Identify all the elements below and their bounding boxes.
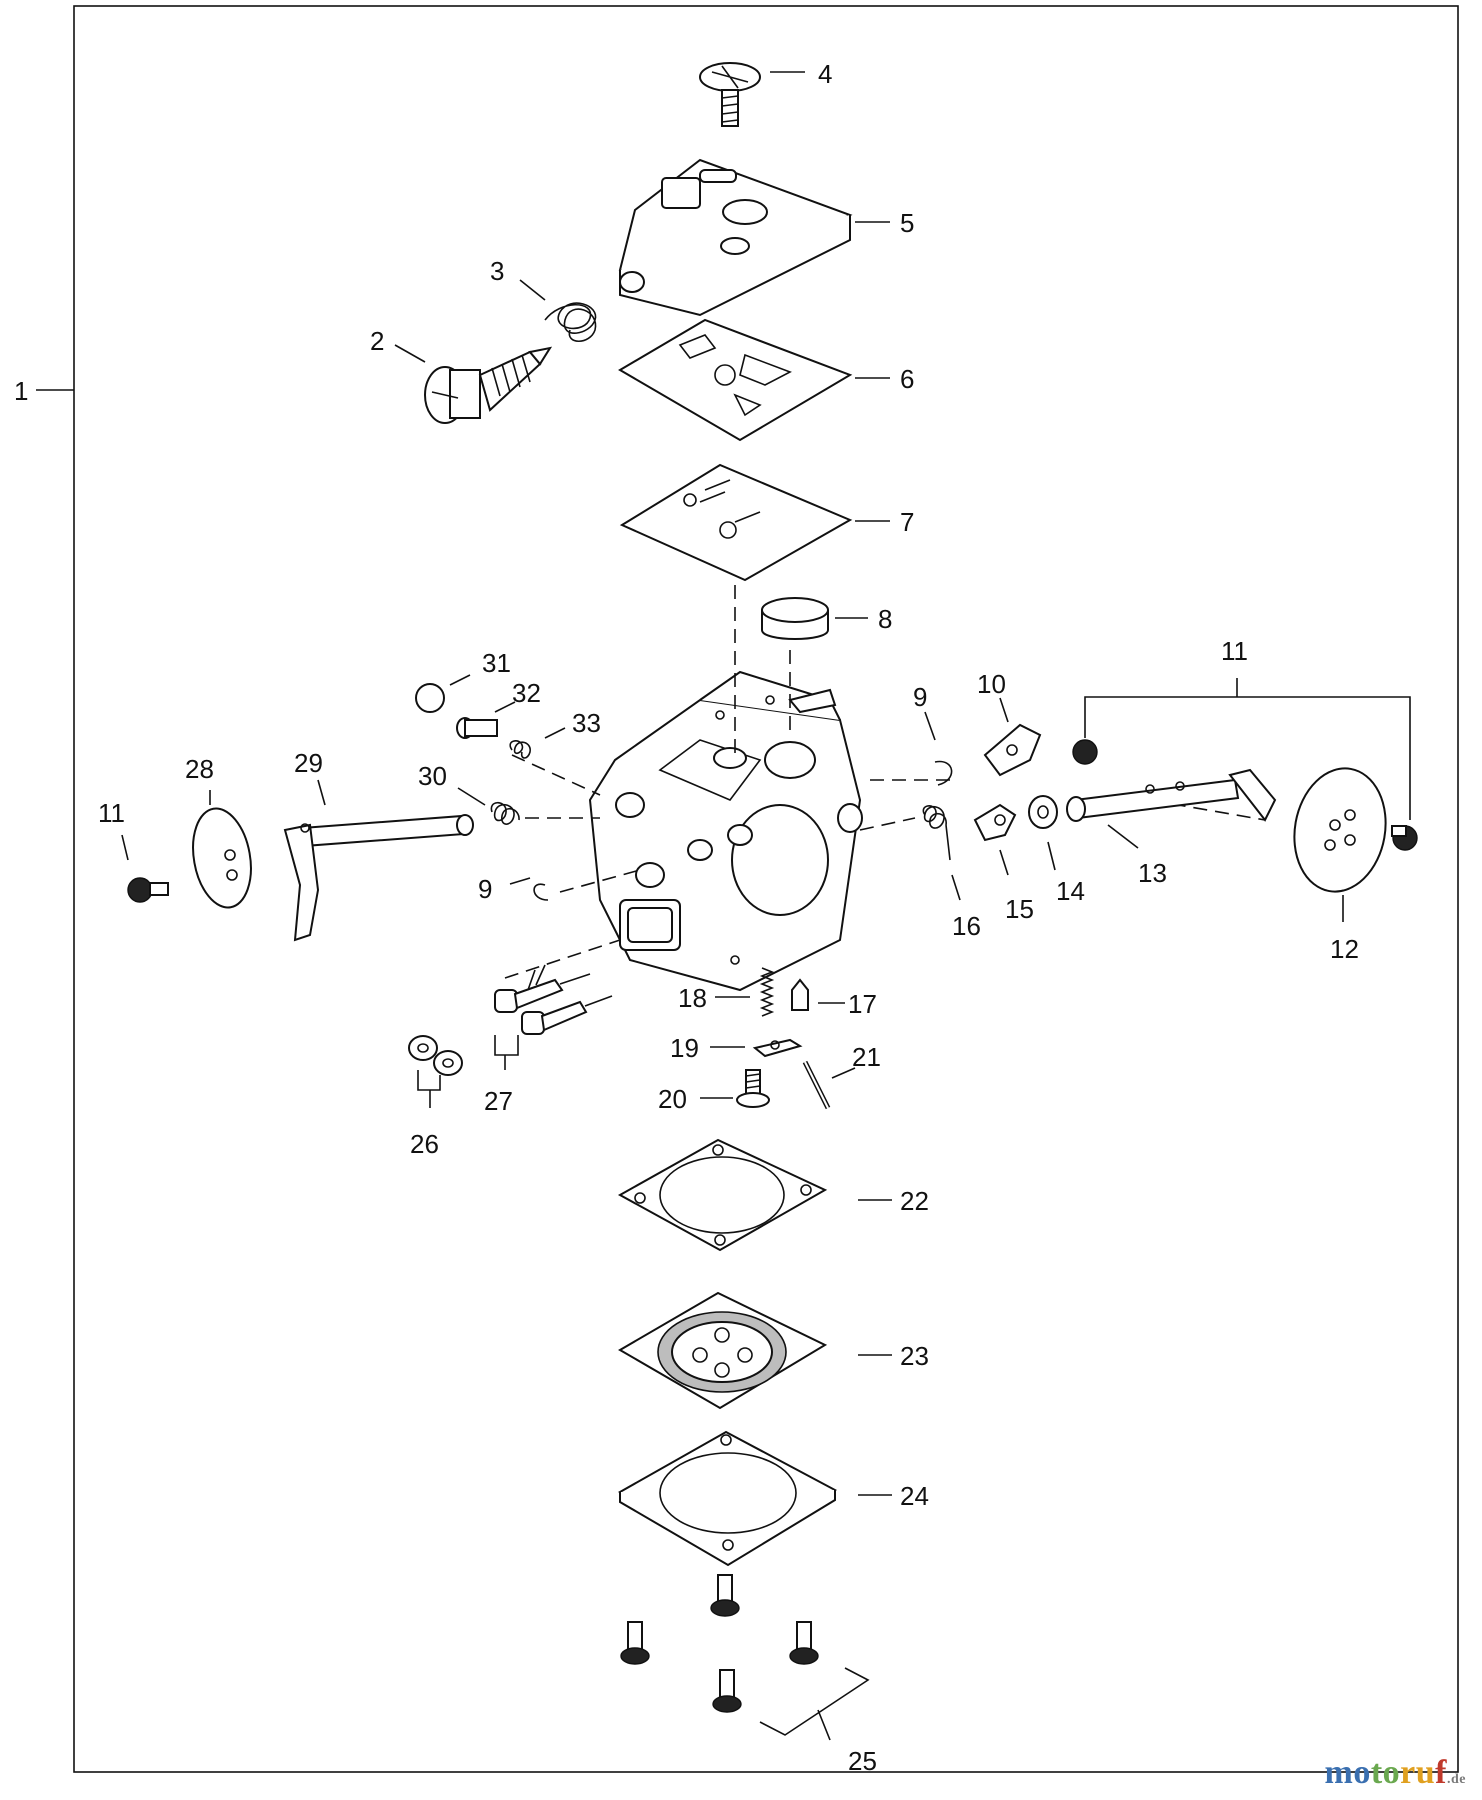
part-23-diaphragm <box>618 1291 828 1410</box>
part-33-spring <box>509 740 531 759</box>
part-11-screw-right <box>1391 825 1418 851</box>
part-19-metering-lever <box>752 1038 803 1058</box>
part-30-spring <box>490 801 520 825</box>
part-17-inlet-needle <box>791 978 809 1011</box>
part-11-screw-left <box>127 877 169 903</box>
part-8-filter-screen <box>761 597 829 640</box>
callout-21: 21 <box>852 1042 881 1072</box>
part-16-spring <box>922 805 951 861</box>
part-15-lever <box>973 803 1017 842</box>
callout-14: 14 <box>1056 876 1085 906</box>
carburetor-body <box>588 670 863 992</box>
part-32-plug <box>456 717 498 739</box>
callout-4: 4 <box>818 59 832 89</box>
callout-9-left: 9 <box>478 874 492 904</box>
callout-11-left: 11 <box>98 798 125 828</box>
part-31-ball <box>415 683 445 713</box>
watermark-logo: motoruf.de <box>1324 1754 1466 1791</box>
part-9-clip-left <box>533 883 549 901</box>
callout-15: 15 <box>1005 894 1034 924</box>
callout-10: 10 <box>977 669 1006 699</box>
callout-26: 26 <box>410 1129 439 1159</box>
callout-25: 25 <box>848 1746 877 1776</box>
callout-24: 24 <box>900 1481 929 1511</box>
callout-7: 7 <box>900 507 914 537</box>
part-22-gasket <box>617 1138 828 1252</box>
callout-16: 16 <box>952 911 981 941</box>
part-3-spring <box>544 302 597 343</box>
callout-6: 6 <box>900 364 914 394</box>
part-5-pump-cover <box>618 158 853 317</box>
part-10-lever <box>983 723 1042 777</box>
part-13-choke-shaft <box>1066 768 1277 822</box>
callout-12: 12 <box>1330 934 1359 964</box>
callout-9-right: 9 <box>913 682 927 712</box>
callout-30: 30 <box>418 761 447 791</box>
watermark-tld: .de <box>1447 1772 1466 1787</box>
part-29-throttle-shaft <box>283 814 474 942</box>
part-11-screw-upper <box>1072 739 1098 765</box>
callout-33: 33 <box>572 708 601 738</box>
part-7-diaphragm <box>619 463 853 582</box>
part-20-screw <box>736 1069 770 1108</box>
part-27-needles <box>494 964 613 1035</box>
part-14-washer <box>1028 795 1058 829</box>
part-18-spring <box>759 967 775 1017</box>
callout-17: 17 <box>848 989 877 1019</box>
callout-5: 5 <box>900 208 914 238</box>
callout-28: 28 <box>185 754 214 784</box>
callout-29: 29 <box>294 748 323 778</box>
callout-19: 19 <box>670 1033 699 1063</box>
part-2-adjusting-screw <box>424 346 553 424</box>
part-4-screw <box>699 62 761 127</box>
callout-22: 22 <box>900 1186 929 1216</box>
callout-27: 27 <box>484 1086 513 1116</box>
part-12-choke-plate <box>1293 767 1387 893</box>
part-21-pin <box>802 1060 831 1110</box>
callout-32: 32 <box>512 678 541 708</box>
callout-2: 2 <box>370 326 384 356</box>
part-25-screws <box>620 1574 819 1713</box>
part-26-limiter-caps <box>408 1035 463 1076</box>
part-28-throttle-plate <box>192 807 252 909</box>
callout-8: 8 <box>878 604 892 634</box>
callout-11-top: 11 <box>1221 636 1248 666</box>
callout-20: 20 <box>658 1084 687 1114</box>
callout-1: 1 <box>14 376 28 406</box>
callout-13: 13 <box>1138 858 1167 888</box>
diagram-frame <box>73 5 1459 1773</box>
part-24-cover <box>617 1430 838 1567</box>
callout-31: 31 <box>482 648 511 678</box>
part-9-clip-right <box>934 760 953 786</box>
bracket-11 <box>1084 678 1411 820</box>
callout-23: 23 <box>900 1341 929 1371</box>
part-6-gasket <box>618 318 853 442</box>
callout-3: 3 <box>490 256 504 286</box>
callout-18: 18 <box>678 983 707 1013</box>
